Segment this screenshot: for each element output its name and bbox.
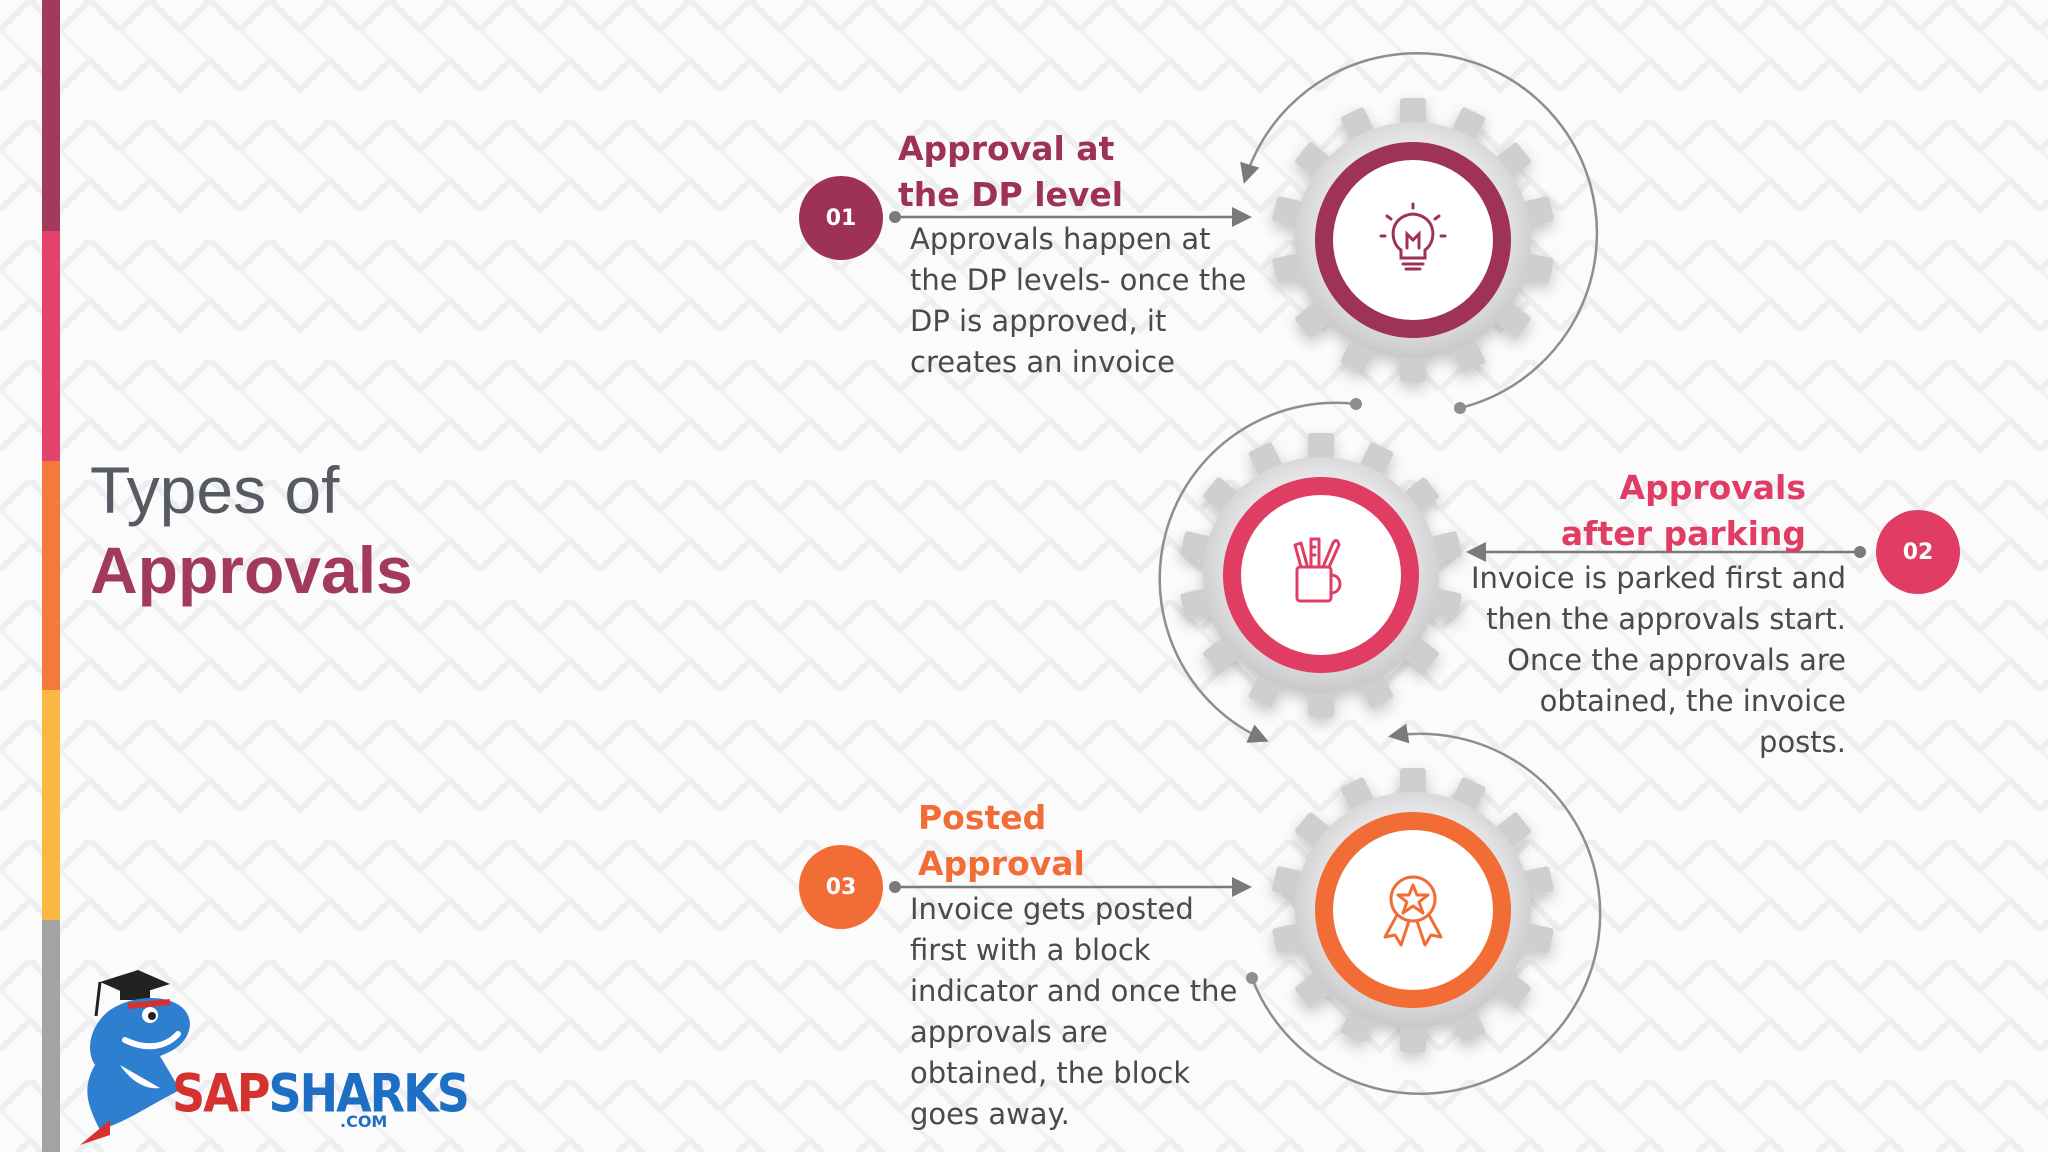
slide-title: Types of Approvals: [90, 450, 413, 610]
step-1-heading-line-2: the DP level: [898, 175, 1124, 214]
step-2-body-line-1: Invoice is parked first and: [1470, 561, 1846, 595]
step-1-body-line-2: the DP levels- once the: [910, 263, 1247, 297]
accent-segment-3: [42, 461, 60, 690]
step-badge-3: 03: [799, 845, 883, 929]
step-3-body-line-4: approvals are: [910, 1015, 1108, 1049]
step-3-heading-line-1: Posted: [918, 798, 1047, 837]
step-3-body-line-3: indicator and once the: [910, 974, 1238, 1008]
logo-sharks-text: SHARKS: [268, 1062, 469, 1125]
accent-bar: [42, 0, 60, 1152]
step-3-body: Invoice gets posted first with a block i…: [910, 889, 1237, 1135]
step-1-body-line-4: creates an invoice: [910, 345, 1175, 379]
step-3-heading-line-2: Approval: [918, 844, 1085, 883]
step-1-heading: Approval at the DP level: [898, 126, 1123, 218]
step-3-body-line-5: obtained, the block: [910, 1056, 1191, 1090]
step-1-body-line-3: DP is approved, it: [910, 304, 1167, 338]
accent-segment-2: [42, 231, 60, 461]
sapsharks-mascot-logo: [80, 970, 190, 1145]
step-2-body-line-4: obtained, the invoice: [1539, 684, 1846, 718]
step-2-heading-line-2: after parking: [1560, 514, 1806, 553]
logo-sap-text: SAP: [172, 1062, 270, 1125]
step-3-body-line-6: goes away.: [910, 1097, 1070, 1131]
logo-wordmark: SAPSHARKS: [172, 1062, 470, 1125]
title-line-1: Types of: [90, 453, 340, 527]
logo-domain-text: .COM: [340, 1112, 388, 1131]
accent-segment-1: [42, 0, 60, 231]
accent-segment-4: [42, 690, 60, 920]
step-2-body-line-2: then the approvals start.: [1486, 602, 1846, 636]
step-2-body-line-3: Once the approvals are: [1507, 643, 1846, 677]
accent-segment-5: [42, 920, 60, 1152]
step-2-heading: Approvals after parking: [1561, 465, 1806, 557]
step-3-heading: Posted Approval: [918, 795, 1085, 887]
step-1-body-line-1: Approvals happen at: [910, 222, 1211, 256]
step-3-body-line-1: Invoice gets posted: [910, 892, 1194, 926]
step-2-heading-line-1: Approvals: [1619, 468, 1806, 507]
title-line-2: Approvals: [90, 533, 413, 607]
step-badge-2: 02: [1876, 510, 1960, 594]
step-2-body: Invoice is parked first and then the app…: [1471, 558, 1846, 763]
step-3-body-line-2: first with a block: [910, 933, 1151, 967]
step-2-body-line-5: posts.: [1759, 725, 1846, 759]
step-badge-1: 01: [799, 176, 883, 260]
step-1-body: Approvals happen at the DP levels- once …: [910, 219, 1246, 383]
step-1-heading-line-1: Approval at: [898, 129, 1115, 168]
